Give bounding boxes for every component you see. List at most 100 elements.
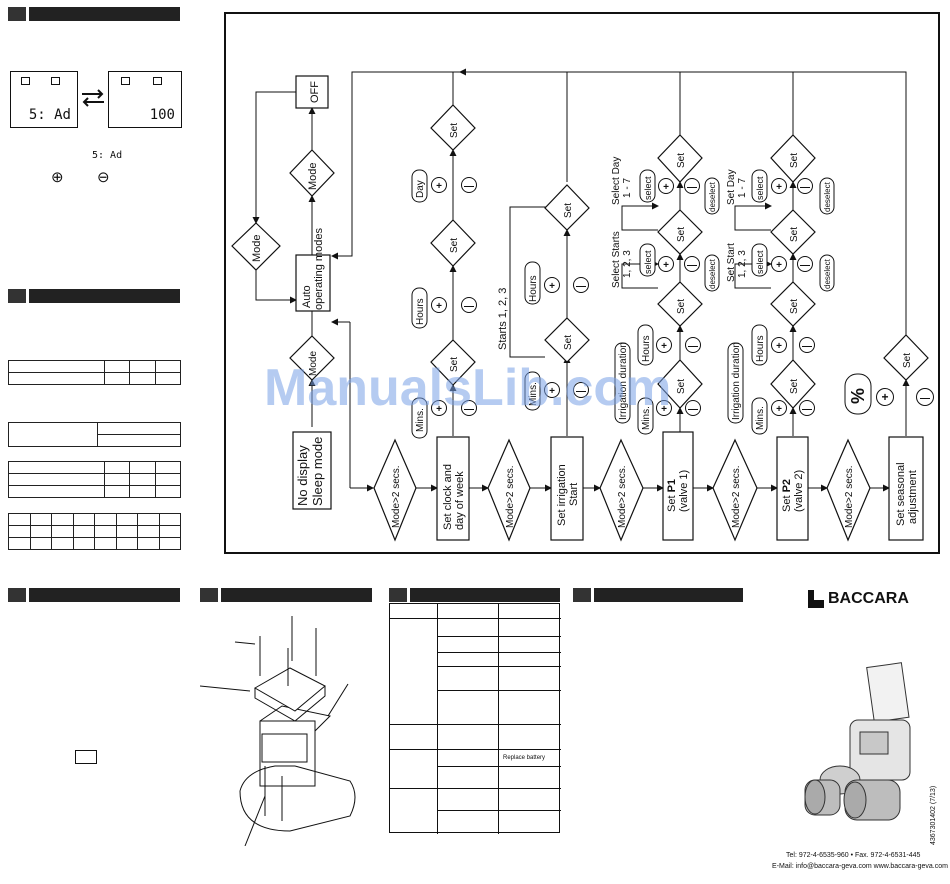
section-header-5: [389, 588, 560, 602]
mins-label-2: Mins.: [528, 382, 539, 406]
svg-text:+: +: [881, 390, 888, 404]
sleep-label-2: Sleep mode: [310, 437, 325, 506]
mode-2secs-label-3: Mode>2 secs.: [617, 465, 628, 528]
table-3: [8, 461, 182, 498]
set-clock-label-1: Set clock and: [442, 464, 454, 530]
contact-line-2: E-Mail: info@baccara-geva.com www.baccar…: [772, 863, 948, 870]
product-image: [804, 662, 911, 821]
svg-text:—: —: [802, 404, 812, 415]
table-4: [8, 513, 181, 550]
percent-label: %: [848, 388, 868, 404]
set-p1-label-2: (valve 1): [678, 470, 690, 512]
seasonal-label-1: Set seasonal: [895, 462, 907, 526]
svg-text:Set Start: Set Start: [726, 243, 737, 282]
svg-text:1, 2, 3: 1, 2, 3: [622, 250, 633, 278]
lcd-caption: 5: Ad: [92, 150, 123, 161]
svg-text:—: —: [800, 182, 810, 193]
svg-text:Set: Set: [676, 379, 687, 394]
table-2: [8, 422, 181, 447]
svg-text:Set: Set: [449, 123, 460, 138]
svg-text:deselect: deselect: [823, 181, 832, 212]
svg-text:Select Day: Select Day: [611, 157, 622, 205]
svg-text:—: —: [576, 386, 586, 397]
mode-2secs-label-1: Mode>2 secs.: [391, 465, 402, 528]
svg-text:select: select: [755, 250, 765, 274]
off-box: [295, 75, 329, 109]
catalog-number: 4367301402 (7/13): [930, 785, 937, 845]
mode-label-2: Mode: [251, 234, 263, 262]
svg-text:select: select: [643, 176, 653, 200]
mode-2secs-label-2: Mode>2 secs.: [505, 465, 516, 528]
hours-label-2: Hours: [528, 275, 539, 302]
mode-2secs-label-5: Mode>2 secs.: [844, 465, 855, 528]
svg-text:deselect: deselect: [823, 258, 832, 289]
svg-text:Set: Set: [563, 203, 574, 218]
svg-text:—: —: [800, 260, 810, 271]
svg-text:deselect: deselect: [708, 258, 717, 289]
svg-text:—: —: [464, 181, 474, 192]
set-irrigation-label-1: Set irrigation: [556, 464, 568, 526]
section-header-3: [8, 588, 180, 602]
svg-text:+: +: [663, 182, 669, 193]
replace-battery-text: Replace battery: [503, 755, 546, 761]
section-header-4: [200, 588, 372, 602]
svg-text:Hours: Hours: [755, 335, 766, 362]
lcd-text-left: 5: Ad: [28, 107, 71, 123]
table-1: [8, 360, 182, 385]
set-irrigation-label-2: Start: [568, 483, 580, 506]
auto-mode-box: [295, 254, 331, 312]
lcd-text-right: 100: [149, 107, 175, 123]
set-seasonal-box: [888, 436, 924, 541]
seasonal-label-2: adjustment: [907, 470, 919, 524]
svg-text:Set: Set: [676, 227, 687, 242]
svg-text:—: —: [920, 393, 930, 404]
svg-text:+: +: [661, 341, 667, 352]
svg-text:Mins.: Mins.: [641, 406, 652, 430]
plus-button-icon: ⊕: [51, 169, 64, 186]
lcd-display-left: 5: Ad: [10, 71, 78, 128]
svg-text:Select Starts: Select Starts: [611, 231, 622, 288]
svg-text:+: +: [436, 301, 442, 312]
mins-label-1: Mins.: [415, 408, 426, 432]
svg-text:Set: Set: [676, 299, 687, 314]
svg-text:Set: Set: [449, 357, 460, 372]
lcd-display-right: 100: [108, 71, 182, 128]
svg-text:+: +: [436, 404, 442, 415]
svg-text:Set: Set: [789, 379, 800, 394]
svg-text:—: —: [464, 404, 474, 415]
svg-text:—: —: [688, 341, 698, 352]
svg-text:+: +: [776, 341, 782, 352]
set-p1-label-1: Set P1: [666, 479, 678, 512]
svg-text:Set: Set: [789, 153, 800, 168]
svg-text:+: +: [661, 404, 667, 415]
set-irrigation-box: [550, 436, 584, 541]
svg-text:Irrigation duration: Irrigation duration: [618, 342, 629, 420]
svg-text:+: +: [663, 260, 669, 271]
set-clock-box: [436, 436, 470, 541]
svg-text:+: +: [776, 260, 782, 271]
svg-text:—: —: [687, 260, 697, 271]
off-label: OFF: [309, 81, 321, 103]
svg-text:Set: Set: [789, 299, 800, 314]
svg-text:—: —: [802, 341, 812, 352]
svg-text:—: —: [576, 281, 586, 292]
battery-icon: [75, 750, 97, 764]
svg-text:Set: Set: [449, 238, 460, 253]
set-clock-label-2: day of week: [454, 471, 466, 530]
svg-text:1 - 7: 1 - 7: [737, 178, 748, 198]
mode-label-1: Mode: [307, 162, 319, 190]
watermark: ManualsLib.com: [264, 359, 672, 417]
svg-text:—: —: [687, 182, 697, 193]
swap-arrows-icon: [80, 88, 106, 113]
set-p2-label-2: (valve 2): [793, 470, 805, 512]
svg-text:Set: Set: [676, 153, 687, 168]
svg-text:+: +: [776, 404, 782, 415]
svg-text:Set: Set: [902, 353, 913, 368]
section-header-6: [573, 588, 743, 602]
svg-text:1, 2, 3: 1, 2, 3: [737, 250, 748, 278]
logo-text: BACCARA: [828, 590, 909, 607]
sleep-label-1: No display: [295, 445, 310, 506]
svg-text:Irrigation duration: Irrigation duration: [731, 342, 742, 420]
svg-text:Mins.: Mins.: [755, 406, 766, 430]
set-p1-box: [662, 431, 694, 541]
